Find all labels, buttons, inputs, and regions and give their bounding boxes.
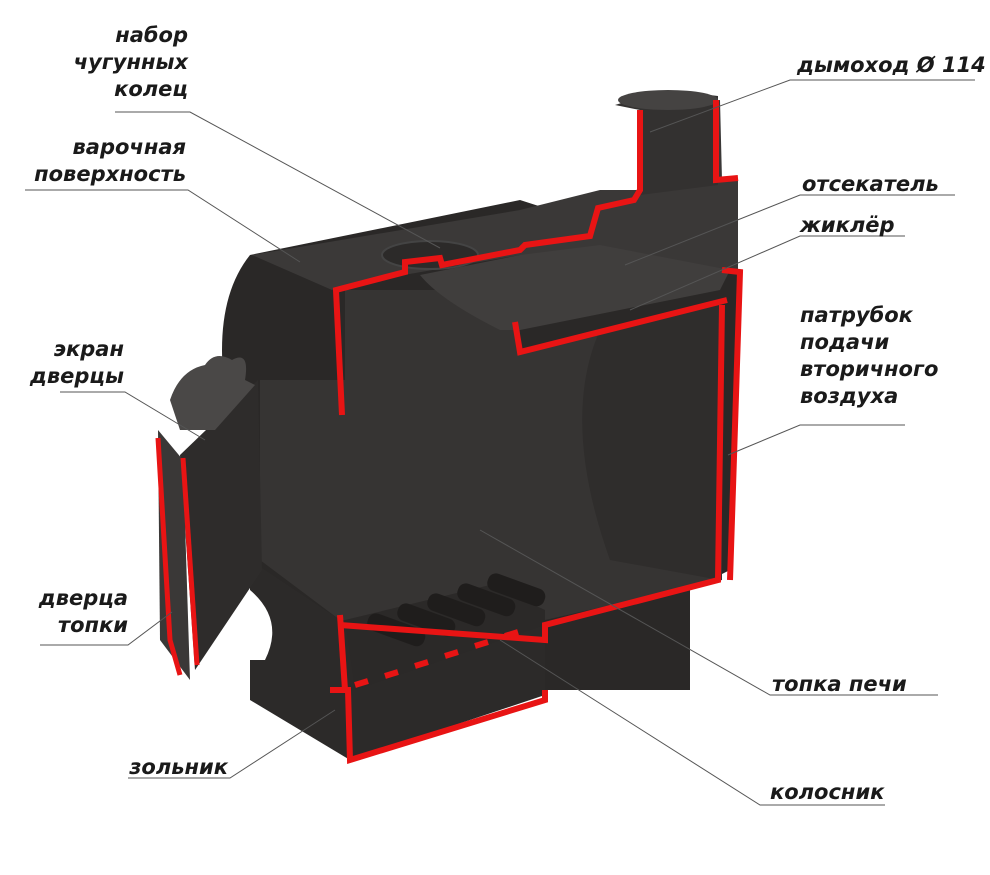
label-door-screen-line: дверцы [29,364,124,388]
cut-edge-cooktop [332,110,643,416]
label-firebox: топка печи [772,671,907,698]
label-secondary-air-line: подачи [800,330,890,354]
label-cooktop: варочная поверхность [10,134,186,188]
leader-door-screen [60,391,206,441]
label-cutoff: отсекатель [802,171,939,198]
label-cutoff-line: отсекатель [802,172,939,196]
label-firebox-line: топка печи [772,672,907,696]
label-cooktop-line: варочная [72,135,186,159]
label-ashpit-line: зольник [129,755,228,779]
label-door-screen-line: экран [53,337,124,361]
grate-slot [397,603,456,637]
leader-cooktop [25,189,301,263]
label-grate: колосник [770,779,884,806]
cut-edge-flue [713,100,739,184]
grate-cut-mark [444,649,459,659]
cut-edge-cutoff [512,297,728,356]
door-cut-edges [155,437,200,676]
leader-grate [499,639,885,806]
label-cooktop-line: поверхность [34,162,186,186]
leader-flue [649,79,975,133]
cast-iron-rings [381,240,479,270]
leader-secondary-air [727,424,905,456]
label-secondary-air-line: вторичного [800,357,939,381]
grate-slot [457,583,516,617]
door-cut-edge [180,457,200,666]
chimney-opening [618,90,718,110]
firebox-curved-wall [582,300,722,580]
label-secondary-air-line: патрубок [800,303,913,327]
leader-firebox-door [40,611,173,646]
label-rings-line: колец [114,77,188,101]
door-decoration [170,356,255,430]
grate-cut-mark [504,629,519,639]
grate-cut-mark [414,659,429,669]
label-rings-line: чугунных [73,50,188,74]
grate-cut-marks [354,629,519,688]
label-rings: набор чугунных колец [40,22,188,103]
firebox-door-panel [180,380,262,670]
leader-jet [629,235,905,311]
leader-lines [25,79,975,806]
label-ashpit: зольник [110,754,228,781]
leader-rings [115,111,441,249]
leader-cutoff [624,194,955,266]
leader-ashpit [128,709,336,779]
section-cut-edges [330,100,744,765]
firebox-door-screen [158,430,190,680]
grate-slot [487,573,546,607]
cut-edge-ashpit-side [337,614,348,691]
label-grate-line: колосник [770,780,885,804]
grate-cut-mark [474,639,489,649]
label-firebox-door-line: топки [57,613,128,637]
label-flue-line: дымоход Ø 114 [797,53,986,77]
cutoff-plate [420,245,730,330]
grate-cut-mark [354,678,369,688]
label-jet: жиклёр [800,212,895,239]
label-secondary-air: патрубок подачи вторичного воздуха [800,302,938,410]
label-firebox-door: дверца топки [10,585,128,639]
ashpit-opening-cutout [250,590,273,660]
label-secondary-air-line: воздуха [800,384,899,408]
label-rings-line: набор [115,23,188,47]
grate-cut-mark [384,669,399,679]
grate-slot [427,593,486,627]
label-firebox-door-line: дверца [38,586,128,610]
cut-edge-floor [339,304,725,644]
cut-edge-right-wall [721,267,744,581]
leader-firebox [479,529,938,696]
label-jet-line: жиклёр [800,213,895,237]
door-cut-edge [155,437,183,676]
label-flue: дымоход Ø 114 [797,52,986,79]
label-door-screen: экран дверцы [20,336,124,390]
